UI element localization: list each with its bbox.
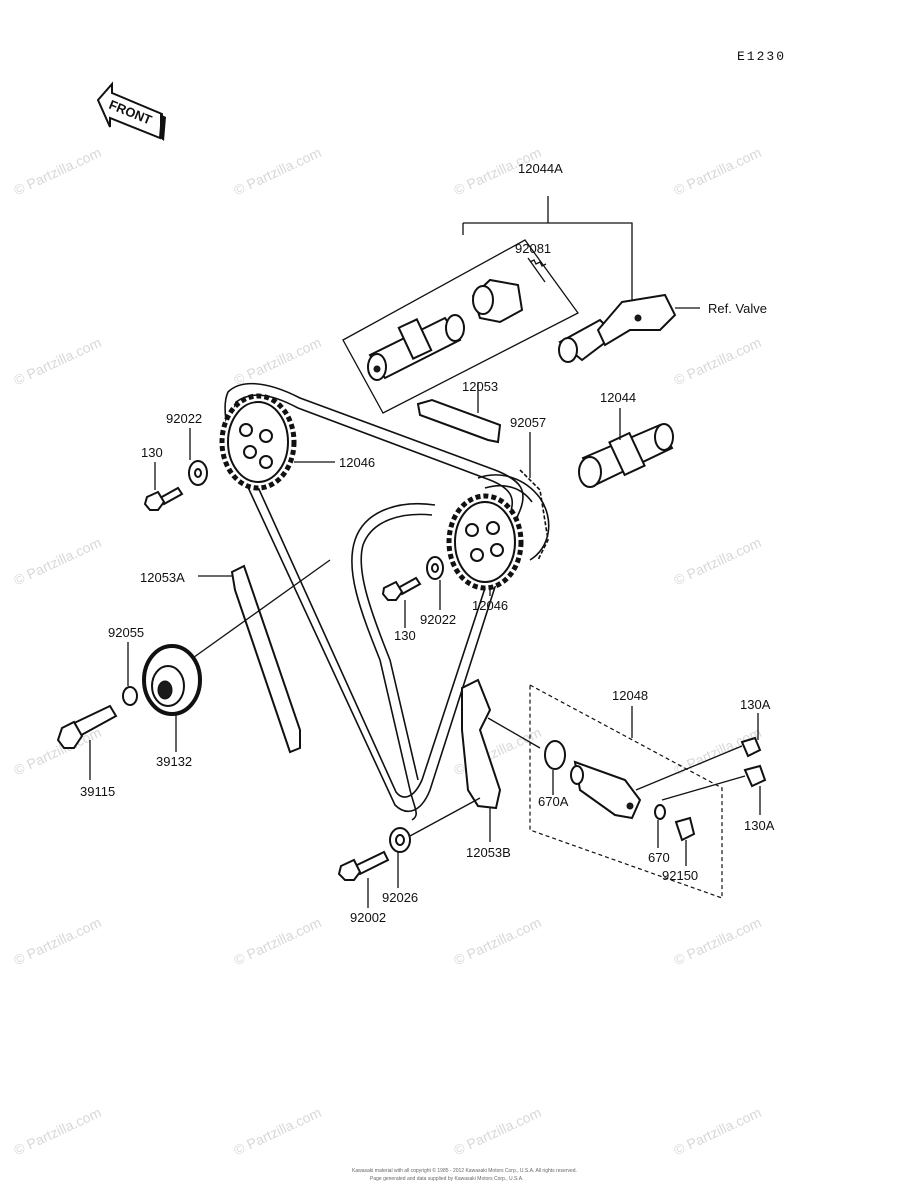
label-12053: 12053 — [462, 379, 498, 394]
front-direction-arrow: FRONT — [96, 81, 166, 141]
watermark: © Partzilla.com — [671, 914, 763, 968]
bracket-12044A — [342, 196, 633, 414]
o-ring-670 — [654, 804, 666, 848]
label-12048: 12048 — [612, 688, 648, 703]
bolt-130A-lower — [661, 764, 767, 815]
idler-sprocket-39132 — [142, 644, 202, 752]
bolt-130-lower — [381, 576, 422, 628]
watermark: © Partzilla.com — [231, 144, 323, 198]
label-12053A: 12053A — [140, 570, 185, 585]
rocker-assembly-refvalve — [558, 293, 700, 363]
label-670: 670 — [648, 850, 670, 865]
bolt-39115 — [56, 704, 118, 780]
collar-92026 — [389, 797, 481, 888]
label-92150: 92150 — [662, 868, 698, 883]
watermark: © Partzilla.com — [11, 144, 103, 198]
sprocket-12046-upper — [219, 393, 335, 491]
label-92026: 92026 — [382, 890, 418, 905]
bolt-130A-upper — [635, 713, 762, 791]
watermark: © Partzilla.com — [671, 144, 763, 198]
label-39132: 39132 — [156, 754, 192, 769]
watermark: © Partzilla.com — [671, 1104, 763, 1158]
label-130-upper: 130 — [141, 445, 163, 460]
bolt-92002 — [337, 850, 390, 908]
label-92055: 92055 — [108, 625, 144, 640]
label-92022-upper: 92022 — [166, 411, 202, 426]
label-92002: 92002 — [350, 910, 386, 925]
footer-credit: Page generated and data supplied by Kawa… — [370, 1176, 523, 1182]
bolt-130-upper — [143, 462, 184, 511]
label-12046-lower: 12046 — [472, 598, 508, 613]
label-39115: 39115 — [80, 784, 115, 799]
label-92022-lower: 92022 — [420, 612, 456, 627]
footer-copyright: Kawasaki material with all copyright © 1… — [352, 1167, 577, 1174]
watermark: © Partzilla.com — [451, 914, 543, 968]
o-ring-670A — [544, 740, 566, 795]
label-130A-lower: 130A — [744, 818, 775, 833]
label-130A-upper: 130A — [740, 697, 771, 712]
o-ring-92055 — [122, 642, 138, 706]
camshaft-12044A — [367, 257, 547, 381]
watermark: © Partzilla.com — [671, 334, 763, 388]
label-12044A: 12044A — [518, 161, 563, 176]
watermark: © Partzilla.com — [231, 914, 323, 968]
label-ref-valve: Ref. Valve — [708, 301, 767, 316]
chain-guide-12053A — [189, 559, 331, 754]
watermark: © Partzilla.com — [11, 334, 103, 388]
label-670A: 670A — [538, 794, 569, 809]
camshaft-12044 — [578, 408, 674, 488]
washer-92022-upper — [188, 428, 208, 486]
watermark: © Partzilla.com — [11, 914, 103, 968]
label-130-lower: 130 — [394, 628, 416, 643]
plug-92150 — [674, 816, 696, 866]
tensioner-body-12048 — [570, 760, 642, 820]
chain-92057 — [519, 432, 549, 561]
chain-guide-12053 — [416, 382, 502, 444]
label-92081: 92081 — [515, 241, 551, 256]
label-12046-upper: 12046 — [339, 455, 375, 470]
watermark: © Partzilla.com — [231, 1104, 323, 1158]
watermark: © Partzilla.com — [11, 1104, 103, 1158]
watermark: © Partzilla.com — [231, 334, 323, 388]
watermark: © Partzilla.com — [451, 1104, 543, 1158]
watermark: © Partzilla.com — [671, 534, 763, 588]
chain-guide-12053B — [461, 678, 541, 842]
label-12053B: 12053B — [466, 845, 511, 860]
tensioner-group-12048 — [529, 683, 723, 899]
washer-92022-lower — [426, 556, 444, 610]
sprocket-12046-lower — [446, 493, 524, 596]
label-12044: 12044 — [600, 390, 636, 405]
watermark-layer: © Partzilla.com © Partzilla.com © Partzi… — [11, 144, 763, 1158]
label-92057: 92057 — [510, 415, 546, 430]
diagram-code: E1230 — [737, 49, 786, 64]
watermark: © Partzilla.com — [11, 534, 103, 588]
